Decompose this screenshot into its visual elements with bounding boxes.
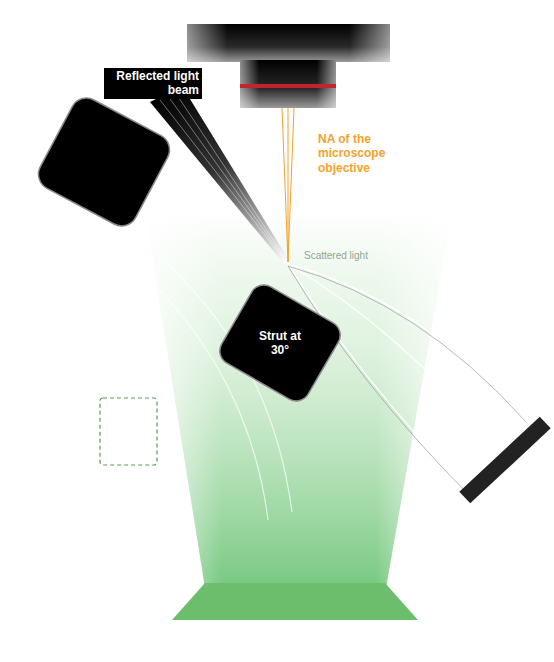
na-label: NA of the microscope objective: [318, 132, 428, 175]
beam-label: Reflected light beam: [104, 68, 202, 99]
strut-label: Strut at 30°: [250, 329, 310, 358]
scatter-label: Scattered light: [304, 250, 374, 262]
strut-block: Strut at 30°: [230, 299, 330, 387]
node-text: Strut at 30°: [250, 329, 310, 358]
